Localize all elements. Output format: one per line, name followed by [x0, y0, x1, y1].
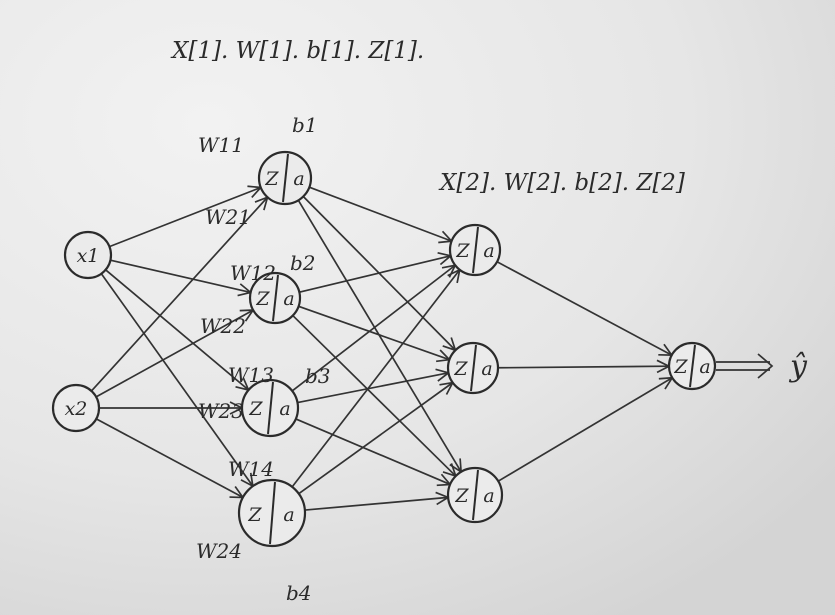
connection-line-10	[297, 199, 462, 473]
hidden2-node-3-z: Z	[454, 485, 469, 507]
hidden2-node-2-a: a	[481, 358, 492, 380]
weight-label-w11: W11	[198, 133, 244, 157]
hidden1-node-4-a: a	[283, 504, 294, 526]
connection-line-12	[298, 305, 450, 361]
connection-line-11	[299, 255, 451, 293]
connection-line-1	[110, 259, 251, 294]
connection-line-4	[90, 196, 269, 392]
bias-label-b3: b3	[305, 364, 331, 388]
bias-label-b2: b2	[290, 251, 316, 275]
weight-label-w23: W23	[198, 399, 244, 423]
hidden1-node-2-z: Z	[255, 288, 270, 310]
weight-label-w24: W24	[196, 539, 242, 563]
weight-label-w22: W22	[200, 314, 246, 338]
connection-line-0	[109, 186, 262, 248]
connection-line-7	[95, 418, 244, 499]
connection-line-19	[304, 496, 449, 511]
output-node-z: Z	[673, 356, 688, 378]
connection-line-2	[105, 269, 250, 391]
connection-line-14	[291, 264, 456, 392]
hidden1-node-1: Z a	[257, 150, 313, 206]
input-label-x2: x2	[65, 398, 88, 420]
connection-line-16	[295, 418, 451, 486]
hidden2-node-3: Z a	[446, 466, 504, 524]
connection-line-3	[100, 273, 254, 487]
hidden2-node-2-z: Z	[453, 358, 468, 380]
hidden1-node-1-a: a	[293, 168, 304, 190]
output-node-a: a	[699, 356, 710, 378]
hidden1-node-3-a: a	[279, 398, 290, 420]
connection-line-5	[95, 309, 254, 398]
connection-line-21	[497, 365, 670, 369]
weight-label-w14: W14	[228, 457, 274, 481]
weight-label-w12: W12	[230, 261, 276, 285]
hidden2-node-3-a: a	[483, 485, 494, 507]
input-node-x2: x2	[51, 383, 101, 433]
output-node: Z a	[667, 341, 717, 391]
hidden2-node-1: Z a	[448, 223, 502, 277]
connection-line-13	[292, 314, 457, 477]
connection-line-8	[309, 186, 452, 242]
hidden1-node-4-z: Z	[247, 504, 262, 526]
hidden1-node-3: Z a	[240, 378, 300, 438]
connection-line-20	[496, 261, 673, 356]
hidden2-node-2: Z a	[446, 341, 500, 395]
hidden1-node-4: Z a	[237, 478, 307, 548]
weight-label-w13: W13	[228, 363, 274, 387]
connection-line-15	[297, 371, 449, 404]
output-label-y-hat: ŷ	[788, 349, 808, 384]
output-arrow	[716, 353, 774, 379]
weight-label-w21: W21	[205, 205, 251, 229]
connection-line-18	[298, 381, 454, 495]
hidden1-node-1-z: Z	[264, 168, 279, 190]
hidden2-node-1-z: Z	[455, 240, 470, 262]
input-node-x1: x1	[63, 230, 113, 280]
hidden1-node-2: Z a	[248, 271, 302, 325]
hidden1-node-2-a: a	[283, 288, 294, 310]
connection-line-22	[497, 377, 673, 482]
hidden1-node-3-z: Z	[248, 398, 263, 420]
hidden2-node-1-a: a	[483, 240, 494, 262]
bias-label-b1: b1	[292, 113, 318, 137]
bias-label-b4: b4	[286, 581, 312, 605]
layer2-header: X[2]. W[2]. b[2]. Z[2]	[438, 170, 685, 196]
layer1-header: X[1]. W[1]. b[1]. Z[1].	[170, 38, 424, 64]
input-label-x1: x1	[77, 245, 100, 267]
connection-line-17	[291, 269, 461, 488]
